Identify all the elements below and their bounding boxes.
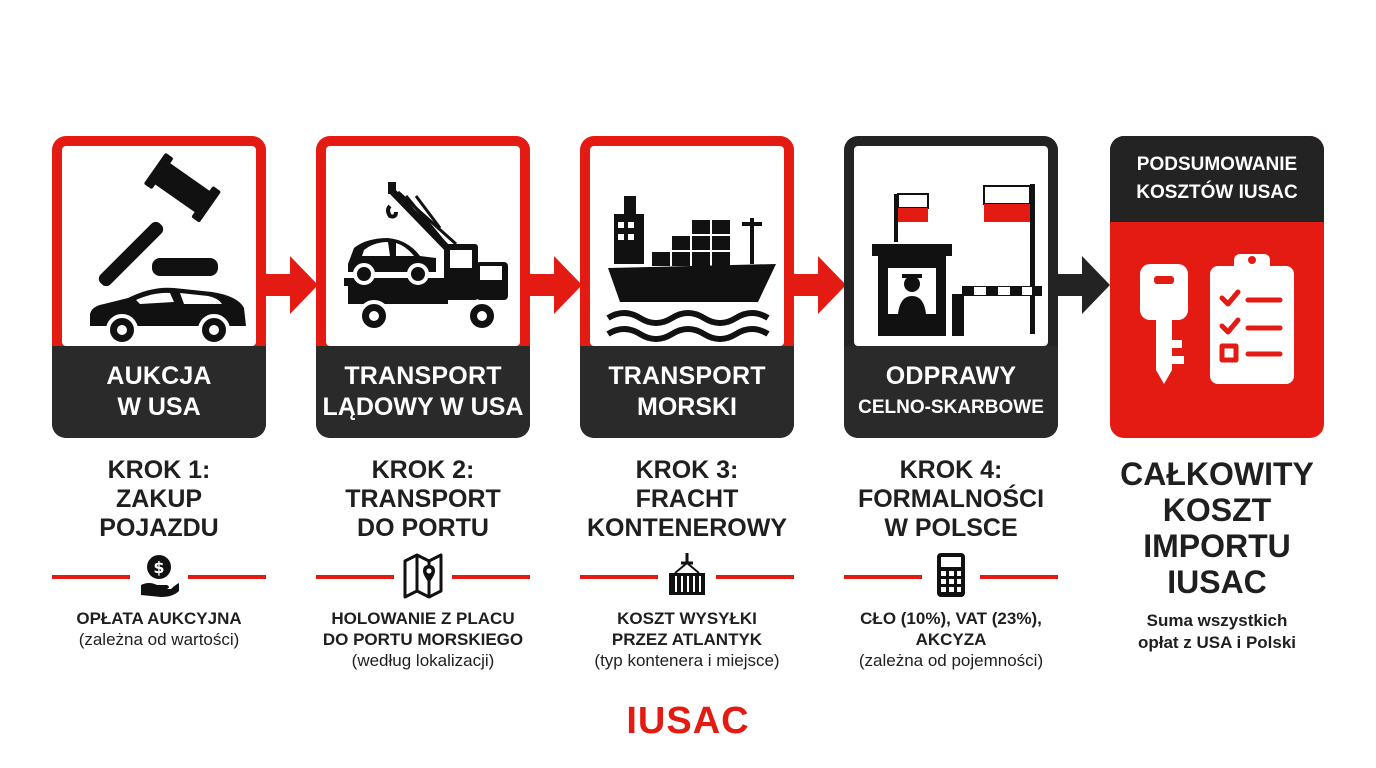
card-illustration bbox=[854, 146, 1048, 346]
desc-note-line: (zależna od wartości) bbox=[78, 630, 240, 649]
step-heading-line: POJAZDU bbox=[99, 514, 219, 542]
desc-bold-line: KOSZT WYSYŁKI bbox=[617, 609, 757, 628]
step-heading-line: W POLSCE bbox=[884, 514, 1018, 542]
card-title-line: CELNO-SKARBOWE bbox=[858, 397, 1044, 418]
step-description: HOLOWANIE Z PLACU DO PORTU MORSKIEGO (we… bbox=[303, 608, 543, 671]
desc-bold-line: OPŁATA AUKCYJNA bbox=[76, 609, 242, 628]
step-description: KOSZT WYSYŁKI PRZEZ ATLANTYK (typ konten… bbox=[567, 608, 807, 671]
summary-title-line: CAŁKOWITY bbox=[1120, 456, 1314, 492]
summary-title-line: KOSZT bbox=[1162, 492, 1272, 528]
card-illustration bbox=[62, 146, 256, 346]
summary-title-line: IUSAC bbox=[1167, 564, 1267, 600]
container-icon bbox=[665, 551, 709, 599]
summary-desc-line: Suma wszystkich bbox=[1146, 611, 1288, 630]
summary-card: PODSUMOWANIE KOSZTÓW IUSAC bbox=[1110, 136, 1324, 438]
arrow-right-icon bbox=[1058, 256, 1110, 314]
card-title-line: LĄDOWY W USA bbox=[322, 393, 524, 421]
step-heading: KROK 1: ZAKUP POJAZDU bbox=[49, 456, 269, 543]
brand-logo: IUSAC bbox=[626, 700, 750, 742]
step-heading-line: KONTENEROWY bbox=[587, 514, 787, 542]
step-heading-line: DO PORTU bbox=[357, 514, 489, 542]
key-checklist-icon bbox=[1140, 254, 1294, 384]
step-heading-line: KROK 3: bbox=[635, 456, 739, 484]
gavel-car-icon bbox=[90, 153, 246, 346]
step-divider bbox=[580, 551, 794, 599]
card-title-line: TRANSPORT bbox=[608, 362, 766, 390]
calculator-icon bbox=[929, 551, 973, 599]
step-card-auction: AUKCJA W USA bbox=[52, 136, 266, 438]
step-heading-line: FORMALNOŚCI bbox=[857, 485, 1045, 513]
step-divider bbox=[316, 551, 530, 599]
step-card-customs: ODPRAWY CELNO-SKARBOWE bbox=[844, 136, 1058, 438]
card-title-line: TRANSPORT bbox=[344, 362, 502, 390]
step-heading-line: KROK 1: bbox=[107, 456, 211, 484]
step-heading: KROK 2: TRANSPORT DO PORTU bbox=[313, 456, 533, 543]
step-heading-line: ZAKUP bbox=[115, 485, 203, 513]
card-illustration bbox=[326, 146, 520, 346]
arrow-right-icon bbox=[266, 256, 318, 314]
customs-border-icon bbox=[872, 184, 1042, 336]
step-heading: KROK 3: FRACHT KONTENEROWY bbox=[577, 456, 797, 543]
card-title: ODPRAWY CELNO-SKARBOWE bbox=[844, 346, 1058, 438]
desc-bold-line: PRZEZ ATLANTYK bbox=[611, 630, 763, 649]
cargo-ship-icon bbox=[606, 196, 776, 342]
card-title-line: MORSKI bbox=[637, 393, 737, 421]
tow-truck-icon bbox=[344, 182, 508, 332]
summary-card-header: PODSUMOWANIE KOSZTÓW IUSAC bbox=[1110, 136, 1324, 222]
desc-note-line: (według lokalizacji) bbox=[351, 651, 495, 670]
card-title-line: W USA bbox=[117, 393, 201, 421]
summary-desc-line: opłat z USA i Polski bbox=[1137, 633, 1297, 652]
desc-note-line: (typ kontenera i miejsce) bbox=[594, 651, 780, 670]
step-divider: $ bbox=[52, 551, 266, 599]
desc-note-line: (zależna od pojemności) bbox=[858, 651, 1044, 670]
card-title: AUKCJA W USA bbox=[52, 346, 266, 438]
card-title-line: AUKCJA bbox=[106, 362, 212, 390]
summary-title-line: IMPORTU bbox=[1143, 528, 1291, 564]
arrow-right-icon bbox=[530, 256, 582, 314]
summary-description: Suma wszystkich opłat z USA i Polski bbox=[1108, 610, 1326, 654]
summary-header-line: KOSZTÓW IUSAC bbox=[1136, 182, 1298, 203]
summary-title: CAŁKOWITY KOSZT IMPORTU IUSAC bbox=[1108, 456, 1326, 600]
card-title: TRANSPORT LĄDOWY W USA bbox=[316, 346, 530, 438]
desc-bold-line: AKCYZA bbox=[915, 630, 987, 649]
card-title-line: ODPRAWY bbox=[885, 362, 1017, 390]
card-illustration bbox=[590, 146, 784, 346]
step-heading-line: TRANSPORT bbox=[345, 485, 501, 513]
step-divider bbox=[844, 551, 1058, 599]
svg-text:$: $ bbox=[153, 558, 164, 577]
desc-bold-line: CŁO (10%), VAT (23%), bbox=[860, 609, 1042, 628]
step-heading: KROK 4: FORMALNOŚCI W POLSCE bbox=[841, 456, 1061, 543]
desc-bold-line: HOLOWANIE Z PLACU bbox=[331, 609, 515, 628]
step-card-land-transport: TRANSPORT LĄDOWY W USA bbox=[316, 136, 530, 438]
map-pin-icon bbox=[401, 551, 445, 599]
money-hand-icon: $ bbox=[137, 551, 181, 599]
step-card-sea-transport: TRANSPORT MORSKI bbox=[580, 136, 794, 438]
step-description: OPŁATA AUKCYJNA (zależna od wartości) bbox=[39, 608, 279, 650]
arrow-right-icon bbox=[794, 256, 846, 314]
step-heading-line: KROK 2: bbox=[371, 456, 475, 484]
step-heading-line: KROK 4: bbox=[899, 456, 1003, 484]
polish-flag-icon bbox=[894, 184, 1035, 334]
step-heading-line: FRACHT bbox=[635, 485, 739, 513]
step-description: CŁO (10%), VAT (23%), AKCYZA (zależna od… bbox=[831, 608, 1071, 671]
desc-bold-line: DO PORTU MORSKIEGO bbox=[322, 630, 524, 649]
summary-header-line: PODSUMOWANIE bbox=[1136, 154, 1298, 175]
card-title: TRANSPORT MORSKI bbox=[580, 346, 794, 438]
